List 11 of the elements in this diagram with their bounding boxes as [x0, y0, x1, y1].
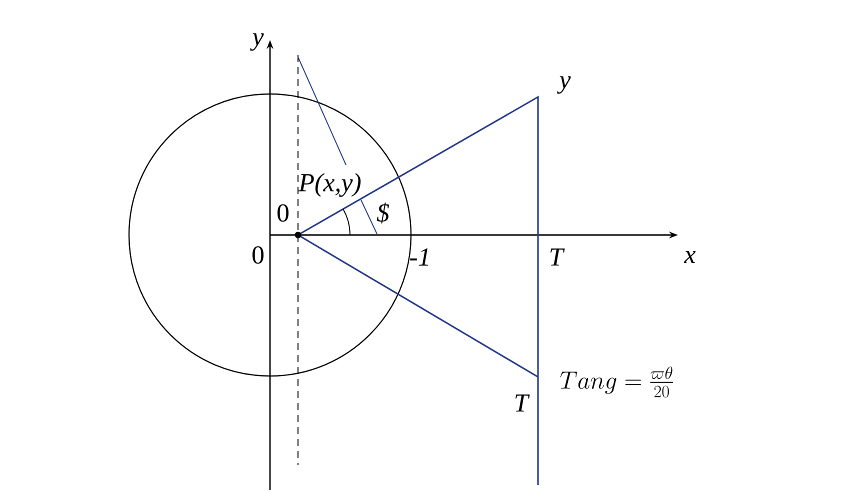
- point-label: P(x,y): [298, 173, 361, 197]
- point-label: T: [550, 248, 565, 266]
- tick-label: -1: [410, 248, 428, 266]
- axis-label: x: [684, 251, 696, 263]
- point-label: T: [515, 394, 530, 412]
- angle-label: $: [376, 202, 390, 224]
- formula: $Tang=\frac{\varpi\theta}{20}$: [560, 366, 674, 398]
- axis-label: y: [250, 33, 264, 51]
- origin-label: 0: [278, 204, 289, 222]
- origin-label: 0: [252, 246, 264, 264]
- axis-label: y: [557, 76, 571, 94]
